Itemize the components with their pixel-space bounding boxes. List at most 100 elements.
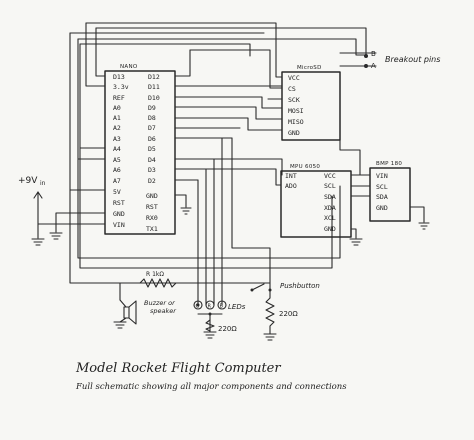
- wire-top-5: [79, 43, 251, 57]
- wire-d3-ado: [174, 168, 282, 186]
- dot-pb-left: [250, 288, 254, 292]
- nano-pin-ref: REF: [113, 94, 125, 102]
- nano-pin-a1: A1: [113, 114, 121, 122]
- pushbutton-lever: [251, 283, 265, 291]
- led-group: G R B: [193, 300, 227, 310]
- vin-sub-label: in: [40, 180, 46, 187]
- microsd-pin-vcc: VCC: [288, 74, 300, 82]
- bmp-pin-scl: SCL: [376, 183, 388, 191]
- wire-breakout-b: [95, 27, 367, 57]
- wire-d4-int: [174, 158, 283, 176]
- wire-top-4: [77, 38, 367, 56]
- nano-pin-a7: A7: [113, 177, 121, 185]
- schematic-title: Model Rocket Flight Computer: [75, 361, 281, 376]
- resistor-220-bottom-icon: [205, 319, 215, 332]
- mpu6050-pins: INT ADO VCC SCL SDA XDA XCL GND: [285, 172, 336, 233]
- wire-5v-bus: [69, 189, 271, 284]
- mpu-pin-int: INT: [285, 172, 297, 180]
- nano-pin-d2: D2: [148, 177, 156, 185]
- nano-pin-a4: A4: [113, 145, 121, 153]
- buzzer-icon: [119, 299, 137, 325]
- ground-icon: [180, 207, 192, 215]
- nano-pin-d6: D6: [148, 135, 156, 143]
- dot-pb: [268, 288, 272, 292]
- nano-board: [104, 70, 176, 235]
- led-blue-icon: B: [217, 300, 227, 310]
- ground-icon: [31, 238, 45, 246]
- nano-pin-d13: D13: [113, 73, 125, 81]
- led-green-icon: G: [193, 300, 203, 310]
- nano-pin-5v: 5V: [113, 188, 121, 196]
- ground-icon: [203, 331, 217, 339]
- nano-title: NANO: [120, 64, 138, 70]
- mpu-pin-xda: XDA: [324, 204, 336, 212]
- ground-icon: [49, 232, 63, 240]
- resistor-1k-icon: [139, 278, 197, 288]
- nano-pin-d7: D7: [148, 124, 156, 132]
- nano-pin-d10: D10: [148, 94, 160, 102]
- microsd-pin-gnd: GND: [288, 129, 300, 137]
- wire-gnd-left: [55, 212, 106, 233]
- nano-left-pins: D13 3.3v REF A0 A1 A2 A3 A4 A5 A6 A7 5V …: [113, 73, 129, 229]
- nano-pin-d3: D3: [148, 166, 156, 174]
- schematic-subtitle: Full schematic showing all major compone…: [75, 382, 347, 392]
- mpu-pin-xcl: XCL: [324, 214, 336, 222]
- ground-symbols: [31, 207, 430, 341]
- led-letter-g: G: [196, 304, 200, 310]
- buzzer-label: Buzzer or: [144, 299, 176, 307]
- nano-pin-a5: A5: [113, 156, 121, 164]
- mpu6050-title: MPU 6050: [290, 164, 320, 170]
- nano-pin-3v3: 3.3v: [113, 83, 129, 91]
- nano-pin-rst-left: RST: [113, 199, 125, 207]
- wire-d13: [95, 27, 106, 77]
- microsd-pin-sck: SCK: [288, 96, 300, 104]
- led-red-icon: R: [205, 300, 215, 310]
- mpu6050-module: [280, 170, 352, 238]
- mpu-pin-scl: SCL: [324, 182, 336, 190]
- ground-icon: [113, 321, 127, 329]
- nano-pin-a3: A3: [113, 135, 121, 143]
- wire-sd-to-mpu: [339, 139, 361, 176]
- wire-pushbutton: [231, 137, 271, 291]
- led-letter-r: R: [208, 304, 212, 310]
- wires: [37, 22, 425, 333]
- dot-led1: [196, 303, 200, 307]
- nano-pin-rst-right: RST: [146, 203, 158, 211]
- resistor-220-right-icon: [265, 297, 275, 335]
- mpu-pin-sda: SDA: [324, 193, 336, 201]
- nano-pin-vin: VIN: [113, 221, 125, 229]
- wire-a5: [77, 38, 106, 160]
- microsd-title: MicroSD: [297, 65, 322, 71]
- wire-sd-cs-top: [189, 49, 283, 89]
- microsd-pins: VCC CS SCK MOSI MISO GND: [288, 74, 304, 137]
- nano-right-pins: D12 D11 D10 D9 D8 D7 D6 D5 D4 D3 D2 GND …: [146, 73, 160, 233]
- wire-d8-gnd: [174, 117, 283, 131]
- bmp180-module: [369, 167, 411, 222]
- nano-pin-d9: D9: [148, 104, 156, 112]
- nano-pin-a2: A2: [113, 124, 121, 132]
- breakout-pins-label: Breakout pins: [385, 55, 440, 64]
- breakout-b-label: B: [371, 50, 376, 58]
- microsd-pin-mosi: MOSI: [288, 107, 304, 115]
- dot-breakout-a: [364, 64, 368, 68]
- ground-icon: [263, 333, 277, 341]
- breakout-a-label: A: [371, 62, 376, 70]
- microsd-module: [281, 71, 341, 141]
- mpu-pin-gnd: GND: [324, 225, 336, 233]
- microsd-pin-miso: MISO: [288, 118, 304, 126]
- nano-pin-gnd-left: GND: [113, 210, 125, 218]
- mpu-pin-vcc: VCC: [324, 172, 336, 180]
- wire-gnd-right: [174, 194, 187, 208]
- dot-breakout-b: [364, 54, 368, 58]
- vin-arrow-icon: [33, 191, 43, 199]
- bmp-pin-sda: SDA: [376, 193, 388, 201]
- wire-d12: [174, 49, 191, 77]
- nano-pin-tx1: TX1: [146, 225, 158, 233]
- nano-pin-rx0: RX0: [146, 214, 158, 222]
- ground-icon: [349, 238, 363, 246]
- wire-scl-bus: [77, 158, 341, 259]
- nano-pin-d11: D11: [148, 83, 160, 91]
- led-letter-b: B: [220, 304, 224, 310]
